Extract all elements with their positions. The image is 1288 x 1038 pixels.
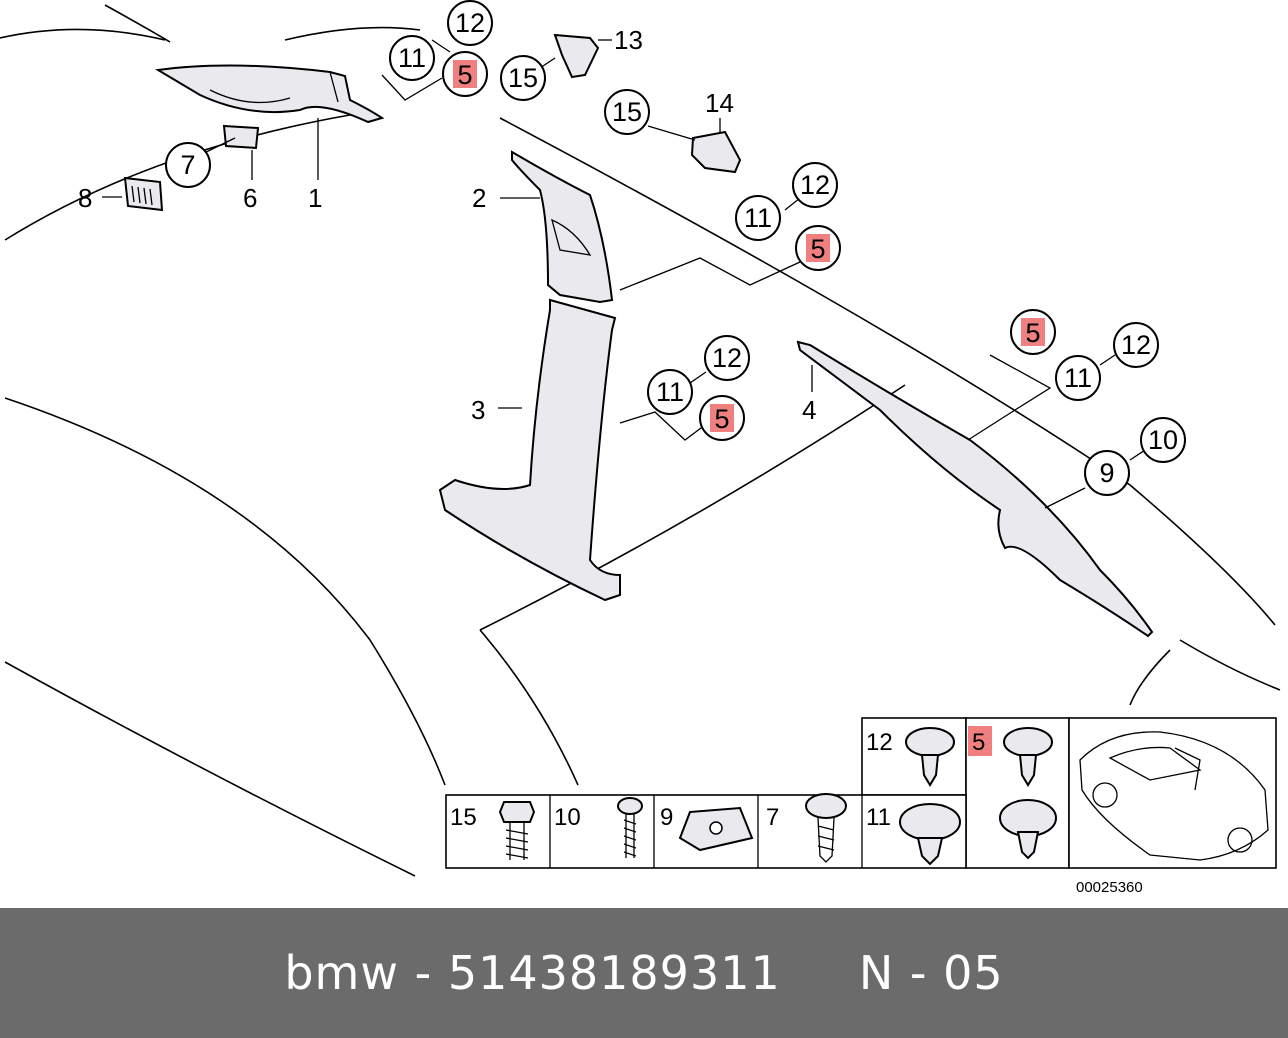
callout-12: 12	[704, 335, 750, 381]
callout-12: 12	[1113, 322, 1159, 368]
part-8-grille	[102, 176, 164, 212]
svg-text:5: 5	[810, 234, 825, 264]
part-4-rail	[796, 340, 1154, 638]
label-6: 6	[243, 183, 257, 213]
part-14-bracket	[690, 118, 742, 174]
svg-text:8: 8	[78, 183, 92, 213]
callout-5-highlighted: 5	[795, 225, 841, 271]
car-thumbnail	[1079, 731, 1269, 861]
svg-text:3: 3	[471, 395, 485, 425]
callout-10: 10	[1140, 417, 1186, 463]
svg-text:12: 12	[1121, 330, 1151, 360]
table-label-9: 9	[660, 804, 673, 831]
svg-text:13: 13	[614, 25, 643, 55]
part-13-bracket	[553, 33, 612, 79]
clip-12-icon	[905, 727, 955, 787]
parts-diagram: 12 11 5 13 15 15 14 7 8 6 1 2 12 11 5 3 …	[0, 0, 1281, 896]
svg-text:5: 5	[1025, 318, 1040, 348]
fastener-table: 12 5 15 10 9 7 11	[445, 717, 1277, 869]
screw-7-icon	[805, 793, 847, 863]
svg-text:9: 9	[1099, 458, 1114, 488]
label-14: 14	[705, 88, 734, 118]
svg-text:1: 1	[308, 183, 322, 213]
table-label-7: 7	[766, 804, 779, 831]
callout-11: 11	[735, 195, 781, 241]
callout-15: 15	[604, 89, 650, 135]
body-outline	[0, 4, 1281, 877]
table-label-15: 15	[450, 804, 477, 831]
svg-text:2: 2	[472, 183, 486, 213]
callout-15: 15	[500, 55, 546, 101]
callout-11: 11	[389, 35, 435, 81]
label-8: 8	[78, 183, 92, 213]
svg-text:11: 11	[656, 377, 684, 407]
clip-5-icon	[999, 727, 1057, 860]
table-highlight-5	[968, 726, 992, 756]
svg-text:14: 14	[705, 88, 734, 118]
part-6-clip	[222, 124, 260, 180]
svg-text:12: 12	[712, 343, 742, 373]
screw-10-icon	[617, 797, 643, 858]
svg-text:7: 7	[180, 150, 195, 180]
clip-11-icon	[899, 803, 961, 866]
callout-11: 11	[647, 369, 693, 415]
label-1: 1	[308, 183, 322, 213]
svg-text:5: 5	[457, 60, 472, 90]
callout-7: 7	[165, 142, 211, 188]
label-4: 4	[802, 395, 816, 425]
callout-11: 11	[1055, 355, 1101, 401]
callout-12: 12	[447, 0, 493, 46]
svg-text:10: 10	[1148, 425, 1178, 455]
svg-text:11: 11	[1064, 363, 1092, 393]
svg-text:5: 5	[714, 404, 729, 434]
table-label-11: 11	[866, 804, 891, 831]
diagram-id: 00025360	[1076, 879, 1143, 896]
svg-text:11: 11	[398, 43, 426, 73]
svg-text:11: 11	[744, 203, 772, 233]
svg-text:15: 15	[612, 97, 642, 127]
part-3-pillar-lower	[438, 298, 621, 602]
table-label-12: 12	[866, 729, 893, 756]
label-2: 2	[472, 183, 486, 213]
part-1-panel	[155, 64, 385, 180]
bolt-15-icon	[498, 801, 536, 860]
table-label-5: 5	[972, 729, 985, 756]
svg-text:12: 12	[455, 8, 485, 38]
svg-text:6: 6	[243, 183, 257, 213]
table-label-10: 10	[554, 804, 581, 831]
callout-9: 9	[1084, 450, 1130, 496]
svg-text:4: 4	[802, 395, 816, 425]
footer-bar: bmw - 51438189311 N - 05	[0, 908, 1288, 1038]
part-2-pillar-upper	[500, 150, 614, 304]
svg-text:15: 15	[508, 63, 538, 93]
clip-nut-9-icon	[678, 806, 754, 852]
callout-5-highlighted: 5	[442, 51, 488, 97]
part-number-caption: bmw - 51438189311 N - 05	[284, 946, 1004, 1000]
svg-text:12: 12	[800, 170, 830, 200]
callout-12: 12	[792, 162, 838, 208]
label-13: 13	[614, 25, 643, 55]
callout-5-highlighted: 5	[699, 395, 745, 441]
callout-5-highlighted: 5	[1010, 309, 1056, 355]
label-3: 3	[471, 395, 485, 425]
